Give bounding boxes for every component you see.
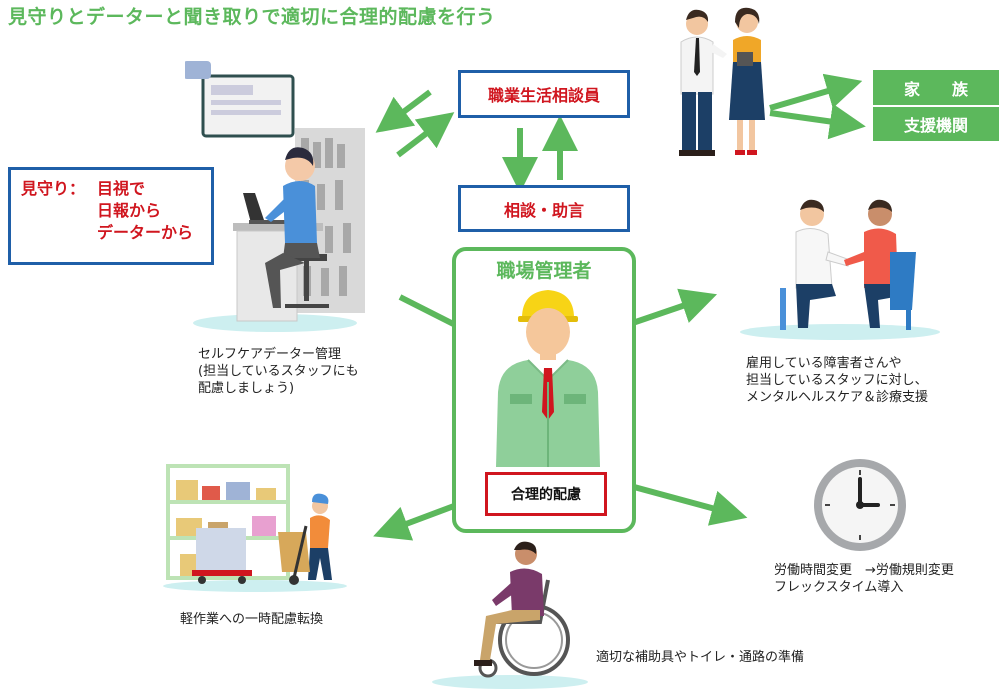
watch-box: 見守り： 目視で 日報から データーから xyxy=(8,167,214,265)
selfcare-caption: セルフケアデーター管理 (担当しているスタッフにも 配慮しましょう) xyxy=(198,346,359,397)
arrow-manager-to-worktime xyxy=(633,484,748,526)
warehouse-illustration xyxy=(163,464,347,592)
office-worker-illustration xyxy=(185,61,365,332)
mental-line-1: 雇用している障害者さんや xyxy=(746,356,902,371)
lightwork-caption: 軽作業への一時配慮転換 xyxy=(180,612,324,627)
mental-line-3: メンタルヘルスケア＆診療支援 xyxy=(746,390,929,405)
selfcare-line-3: 配慮しましょう) xyxy=(198,381,295,396)
selfcare-line-2: (担当しているスタッフにも xyxy=(198,364,359,379)
support-box: 支援機関 xyxy=(873,107,999,141)
watch-label: 見守り： xyxy=(21,179,86,198)
equipment-caption: 適切な補助具やトイレ・通路の準備 xyxy=(596,650,805,665)
family-box: 家 族 xyxy=(873,70,999,105)
two-people-illustration xyxy=(679,7,765,156)
watch-item-visual: 目視で xyxy=(97,179,146,198)
accommodation-box: 合理的配慮 xyxy=(485,472,607,516)
manager-label: 職場管理者 xyxy=(496,260,592,282)
accommodation-label: 合理的配慮 xyxy=(511,487,581,503)
arrow-counselor-to-worker xyxy=(375,89,432,133)
watch-item-daily-report: 日報から xyxy=(97,201,162,220)
selfcare-line-1: セルフケアデーター管理 xyxy=(198,347,342,362)
manager-figure xyxy=(496,290,600,467)
support-label: 支援機関 xyxy=(903,116,968,135)
wheelchair-illustration xyxy=(432,541,588,689)
worktime-line-2: フレックスタイム導入 xyxy=(774,580,904,595)
doctor-patient-illustration xyxy=(740,199,940,340)
worktime-caption: 労働時間変更 →労働規則変更 フレックスタイム導入 xyxy=(774,562,954,596)
arrow-worker-to-counselor xyxy=(396,112,455,158)
consult-box: 相談・助言 xyxy=(458,185,630,232)
counselor-label: 職業生活相談員 xyxy=(487,86,600,105)
worktime-line-1: 労働時間変更 →労働規則変更 xyxy=(774,563,954,578)
arrow-to-family xyxy=(769,73,863,111)
watch-item-data: データーから xyxy=(97,223,194,242)
clock-icon xyxy=(814,459,906,551)
mental-line-2: 担当しているスタッフに対し、 xyxy=(746,373,928,388)
mental-caption: 雇用している障害者さんや 担当しているスタッフに対し、 メンタルヘルスケア＆診療… xyxy=(746,355,928,406)
page-title: 見守りとデーターと聞き取りで適切に合理的配慮を行う xyxy=(8,6,496,28)
family-label: 家 族 xyxy=(903,79,968,99)
counselor-box: 職業生活相談員 xyxy=(458,70,630,118)
arrow-to-support xyxy=(769,103,866,140)
consult-label: 相談・助言 xyxy=(503,200,584,220)
